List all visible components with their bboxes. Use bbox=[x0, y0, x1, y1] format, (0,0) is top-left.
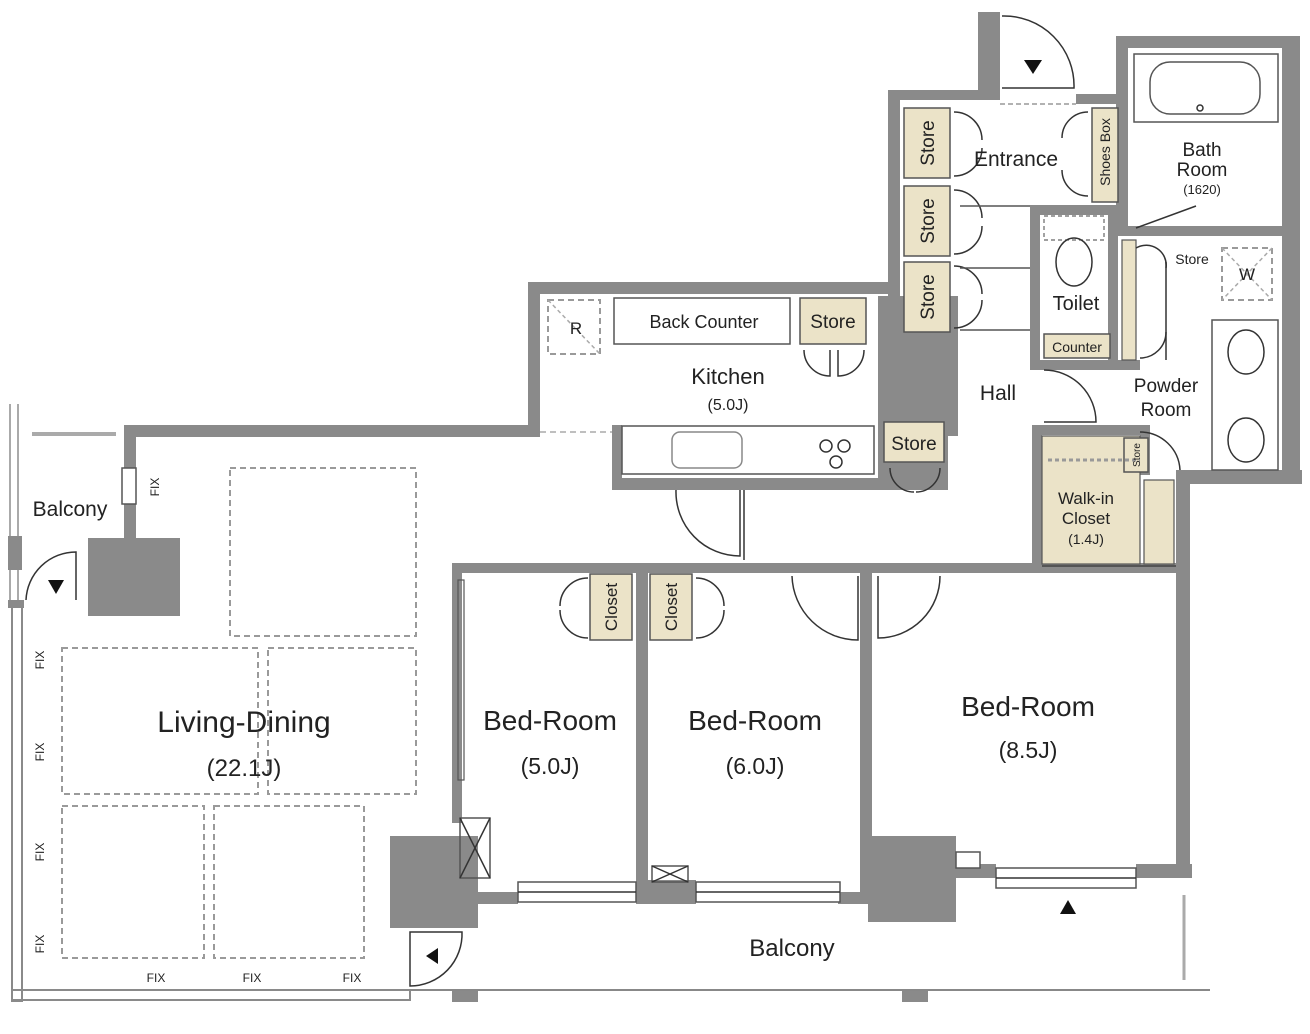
fix-label-5: FIX bbox=[33, 935, 47, 954]
bath-name-1: Bath bbox=[1182, 140, 1221, 161]
living-layout bbox=[61, 467, 417, 959]
shoes-box-label: Shoes Box bbox=[1097, 118, 1113, 186]
bed1-size: (5.0J) bbox=[521, 753, 580, 779]
closet-label-1: Closet bbox=[602, 583, 621, 631]
walls bbox=[8, 12, 1302, 1002]
hall-label: Hall bbox=[980, 382, 1016, 405]
balcony-bottom-label: Balcony bbox=[749, 935, 834, 962]
fix-label-8: FIX bbox=[343, 971, 362, 985]
walkin-size: (1.4J) bbox=[1068, 531, 1104, 547]
bed2-name: Bed-Room bbox=[688, 705, 822, 736]
bedroom-fixtures bbox=[457, 573, 1137, 914]
store-label-3: Store bbox=[918, 274, 939, 319]
labels: Living-Dining (22.1J) Kitchen (5.0J) Bac… bbox=[33, 118, 1255, 985]
walkin-closet bbox=[1041, 435, 1176, 567]
toilet-counter-label: Counter bbox=[1052, 339, 1102, 355]
living-name: Living-Dining bbox=[157, 706, 330, 739]
bed3-name: Bed-Room bbox=[961, 691, 1095, 722]
store-label-2: Store bbox=[918, 198, 939, 243]
back-counter-label: Back Counter bbox=[649, 312, 758, 332]
walkin-store-label: Store bbox=[1132, 443, 1143, 467]
bath-name-2: Room bbox=[1177, 160, 1228, 181]
wet-area bbox=[1043, 53, 1279, 471]
walkin-name-1: Walk-in bbox=[1058, 489, 1114, 508]
walkin-name-2: Closet bbox=[1062, 509, 1110, 528]
bed1-name: Bed-Room bbox=[483, 705, 617, 736]
kitchen-fixtures bbox=[540, 297, 945, 560]
living-size: (22.1J) bbox=[207, 755, 282, 782]
fridge-label: R bbox=[570, 319, 582, 338]
fix-label-2: FIX bbox=[33, 651, 47, 670]
powder-store-label: Store bbox=[1175, 251, 1209, 267]
kitchen-store-label: Store bbox=[810, 312, 855, 333]
fix-label-1: FIX bbox=[148, 478, 162, 497]
toilet-label: Toilet bbox=[1053, 293, 1100, 315]
bed3-size: (8.5J) bbox=[999, 737, 1058, 763]
powder-name-1: Powder bbox=[1134, 376, 1199, 397]
kitchen-name: Kitchen bbox=[691, 364, 764, 389]
powder-name-2: Room bbox=[1141, 400, 1192, 421]
fix-label-7: FIX bbox=[243, 971, 262, 985]
bed2-size: (6.0J) bbox=[726, 753, 785, 779]
closet-label-2: Closet bbox=[662, 583, 681, 631]
fix-label-3: FIX bbox=[33, 743, 47, 762]
balcony-left-label: Balcony bbox=[33, 498, 108, 521]
kitchen-size: (5.0J) bbox=[708, 397, 749, 414]
store-label-1: Store bbox=[918, 120, 939, 165]
bath-size: (1620) bbox=[1183, 182, 1221, 197]
fix-label-4: FIX bbox=[33, 843, 47, 862]
kitchen-store-label-2: Store bbox=[891, 434, 936, 455]
balcony-doors bbox=[25, 551, 463, 987]
washer-label: W bbox=[1239, 265, 1255, 284]
entrance-label: Entrance bbox=[974, 148, 1058, 171]
fix-label-6: FIX bbox=[147, 971, 166, 985]
entrance-stores bbox=[903, 15, 1119, 333]
